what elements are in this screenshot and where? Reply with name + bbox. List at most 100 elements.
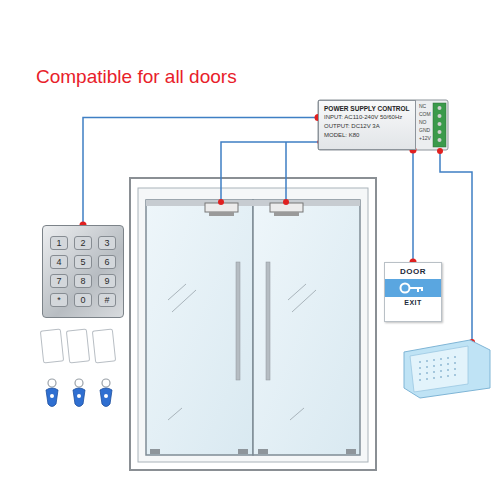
key-bow <box>401 283 410 292</box>
shape-part <box>266 262 270 380</box>
shape-part <box>440 150 472 342</box>
key-label: # <box>98 293 116 307</box>
shape-part <box>438 138 442 142</box>
grille-hole <box>447 369 449 371</box>
shape-part <box>346 449 356 454</box>
shape-part <box>102 379 110 387</box>
terminal-label: COM <box>419 112 431 117</box>
shape-part <box>218 199 224 205</box>
grille-hole <box>454 368 456 370</box>
shape-part <box>236 262 240 380</box>
key-icon <box>385 279 441 297</box>
shape-part <box>40 329 63 363</box>
shape-part <box>46 388 58 407</box>
shape-part <box>66 329 89 363</box>
grille-hole <box>419 361 421 363</box>
grille-hole <box>419 379 421 381</box>
grille-hole <box>440 358 442 360</box>
shape-part <box>92 329 115 363</box>
shape-part <box>130 178 376 470</box>
grille-hole <box>426 360 428 362</box>
key-label: 4 <box>50 255 68 269</box>
shape-part <box>404 340 490 398</box>
shape-part <box>274 212 299 216</box>
grille-hole <box>447 375 449 377</box>
key-blade <box>410 288 424 292</box>
grille-hole <box>419 373 421 375</box>
exit-button: DOOR EXIT <box>384 262 442 322</box>
shape-part <box>77 394 81 398</box>
grille-hole <box>440 364 442 366</box>
shape-part <box>433 103 446 147</box>
shape-part <box>438 122 442 126</box>
terminal-label: NO <box>419 120 427 125</box>
doorbell <box>404 340 490 398</box>
key-label: 6 <box>98 255 116 269</box>
grille-hole <box>440 370 442 372</box>
shape-part <box>104 394 108 398</box>
wire <box>412 150 414 262</box>
shape-part <box>100 388 112 407</box>
button-text: DOOR <box>400 268 426 277</box>
title: Compatible for all doors <box>36 66 237 88</box>
key-label: 8 <box>74 274 92 288</box>
spec-text: POWER SUPPLY CONTROL <box>324 105 410 112</box>
door-frame <box>130 178 376 470</box>
key-label: 7 <box>50 274 68 288</box>
spec-text: OUTPUT: DC12V 3A <box>324 123 410 130</box>
shape-part <box>48 379 56 387</box>
grille-hole <box>433 377 435 379</box>
grille-hole <box>433 371 435 373</box>
key-label: 5 <box>74 255 92 269</box>
shape-part <box>221 142 320 203</box>
power-supply-case <box>318 100 448 150</box>
grille-hole <box>440 376 442 378</box>
button-text: EXIT <box>404 299 422 307</box>
shape-part <box>438 114 442 118</box>
grille-hole <box>426 366 428 368</box>
spec-text: MODEL: K80 <box>324 132 410 139</box>
shape-part <box>168 284 316 420</box>
magnetic-lock <box>205 203 303 216</box>
grille-hole <box>419 367 421 369</box>
grille-hole <box>426 372 428 374</box>
grille-hole <box>433 365 435 367</box>
shape-part <box>138 188 368 462</box>
grille-hole <box>454 374 456 376</box>
rfid-card <box>40 329 115 363</box>
shape-part <box>283 199 289 205</box>
grille-hole <box>426 378 428 380</box>
terminal-label: +12V <box>419 136 431 141</box>
shape-part <box>150 449 160 454</box>
terminal-label: GND <box>419 128 430 133</box>
grille-hole <box>447 357 449 359</box>
shape-part <box>253 200 360 455</box>
grille-hole <box>454 362 456 364</box>
shape-part <box>438 130 442 134</box>
key-label: * <box>50 293 68 307</box>
wire <box>221 142 472 342</box>
shape-part <box>258 449 268 454</box>
key-label: 0 <box>74 293 92 307</box>
shape-part <box>318 100 448 150</box>
shape-part <box>419 356 456 381</box>
key-label: 3 <box>98 236 116 250</box>
key-fob <box>46 379 112 407</box>
key-label: 1 <box>50 236 68 250</box>
shape-part <box>437 148 443 154</box>
grille-hole <box>447 363 449 365</box>
connection-dot <box>218 139 475 346</box>
shape-part <box>438 106 442 110</box>
shape-part <box>73 388 85 407</box>
shape-part <box>410 346 468 392</box>
key-label: 9 <box>98 274 116 288</box>
grille-hole <box>454 356 456 358</box>
spec-text: INPUT: AC110-240V 50/60Hz <box>324 114 410 121</box>
terminal-label: NC <box>419 104 426 109</box>
shape-part <box>146 200 253 455</box>
power-supply: POWER SUPPLY CONTROL INPUT: AC110-240V 50… <box>318 100 416 150</box>
wire <box>83 118 318 226</box>
shape-part <box>146 200 360 206</box>
